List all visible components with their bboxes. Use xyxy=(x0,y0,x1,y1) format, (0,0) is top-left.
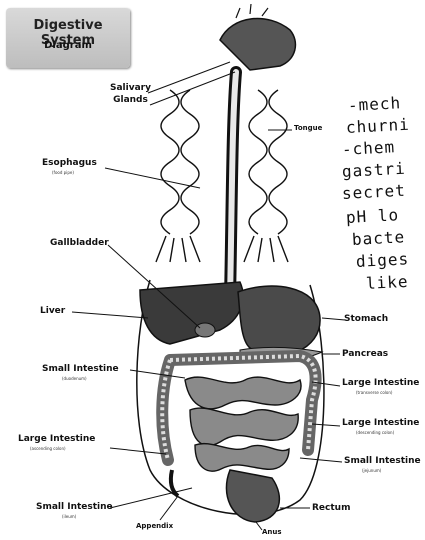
leader-appendix xyxy=(160,496,178,520)
label-large-intestine-ascending: Large Intestine xyxy=(18,434,95,444)
leader-stomach xyxy=(322,318,345,320)
label-large-intestine-ascending-sub: (ascending colon) xyxy=(30,446,66,451)
braid-left xyxy=(156,90,200,262)
label-appendix: Appendix xyxy=(136,522,173,530)
label-gallbladder: Gallbladder xyxy=(50,238,109,248)
handwritten-note-line-9: like xyxy=(366,272,409,293)
handwritten-note-line-6: pH lo xyxy=(346,205,400,227)
gallbladder-shape xyxy=(195,323,215,337)
handwritten-note-line-2: churni xyxy=(346,115,411,137)
label-small-intestine-bottom: Small Intestine xyxy=(36,502,113,512)
handwritten-note-line-7: bacte xyxy=(352,227,406,249)
braid-right xyxy=(244,90,288,262)
leader-large-intestine-ascending xyxy=(110,448,166,454)
label-large-intestine-transverse: Large Intestine xyxy=(342,378,419,388)
label-anus: Anus xyxy=(262,528,282,536)
head-hair xyxy=(236,4,268,18)
leader-small-intestine-right xyxy=(300,458,342,462)
label-esophagus-sub: (food pipe) xyxy=(52,170,74,175)
leader-salivary xyxy=(148,62,230,93)
small-intestine-coils xyxy=(185,377,301,471)
leader-esophagus xyxy=(105,168,200,188)
handwritten-note-line-3: -chem xyxy=(342,137,396,159)
leader-small-intestine-left xyxy=(130,370,185,378)
label-small-intestine-right-sub: (jejunum) xyxy=(362,468,381,473)
label-stomach: Stomach xyxy=(344,314,388,324)
large-intestine-frame xyxy=(162,356,315,460)
stomach-shape xyxy=(238,286,320,355)
label-small-intestine-bottom-sub: (ileum) xyxy=(62,514,76,519)
label-large-intestine-descending-sub: (descending colon) xyxy=(356,430,394,435)
label-small-intestine-left-sub: (duodenum) xyxy=(62,376,87,381)
label-salivary-glands: Salivary Glands xyxy=(110,82,151,106)
label-rectum: Rectum xyxy=(312,503,350,513)
label-small-intestine-left: Small Intestine xyxy=(42,364,119,374)
label-small-intestine-right: Small Intestine xyxy=(344,456,421,466)
liver-shape xyxy=(140,282,243,344)
leader-large-intestine-descending xyxy=(312,424,340,426)
label-esophagus: Esophagus xyxy=(42,158,97,168)
head-shape xyxy=(220,19,295,70)
handwritten-note-line-5: secret xyxy=(342,181,407,203)
handwritten-note-line-8: diges xyxy=(356,249,410,271)
leader-liver xyxy=(72,312,148,318)
label-large-intestine-transverse-sub: (transverse colon) xyxy=(356,390,392,395)
label-liver: Liver xyxy=(40,306,65,316)
label-large-intestine-descending: Large Intestine xyxy=(342,418,419,428)
handwritten-note-line-4: gastri xyxy=(342,159,407,181)
handwritten-note-line-1: -mech xyxy=(348,93,402,115)
label-tongue: Tongue xyxy=(294,124,322,132)
label-pancreas: Pancreas xyxy=(342,349,388,359)
